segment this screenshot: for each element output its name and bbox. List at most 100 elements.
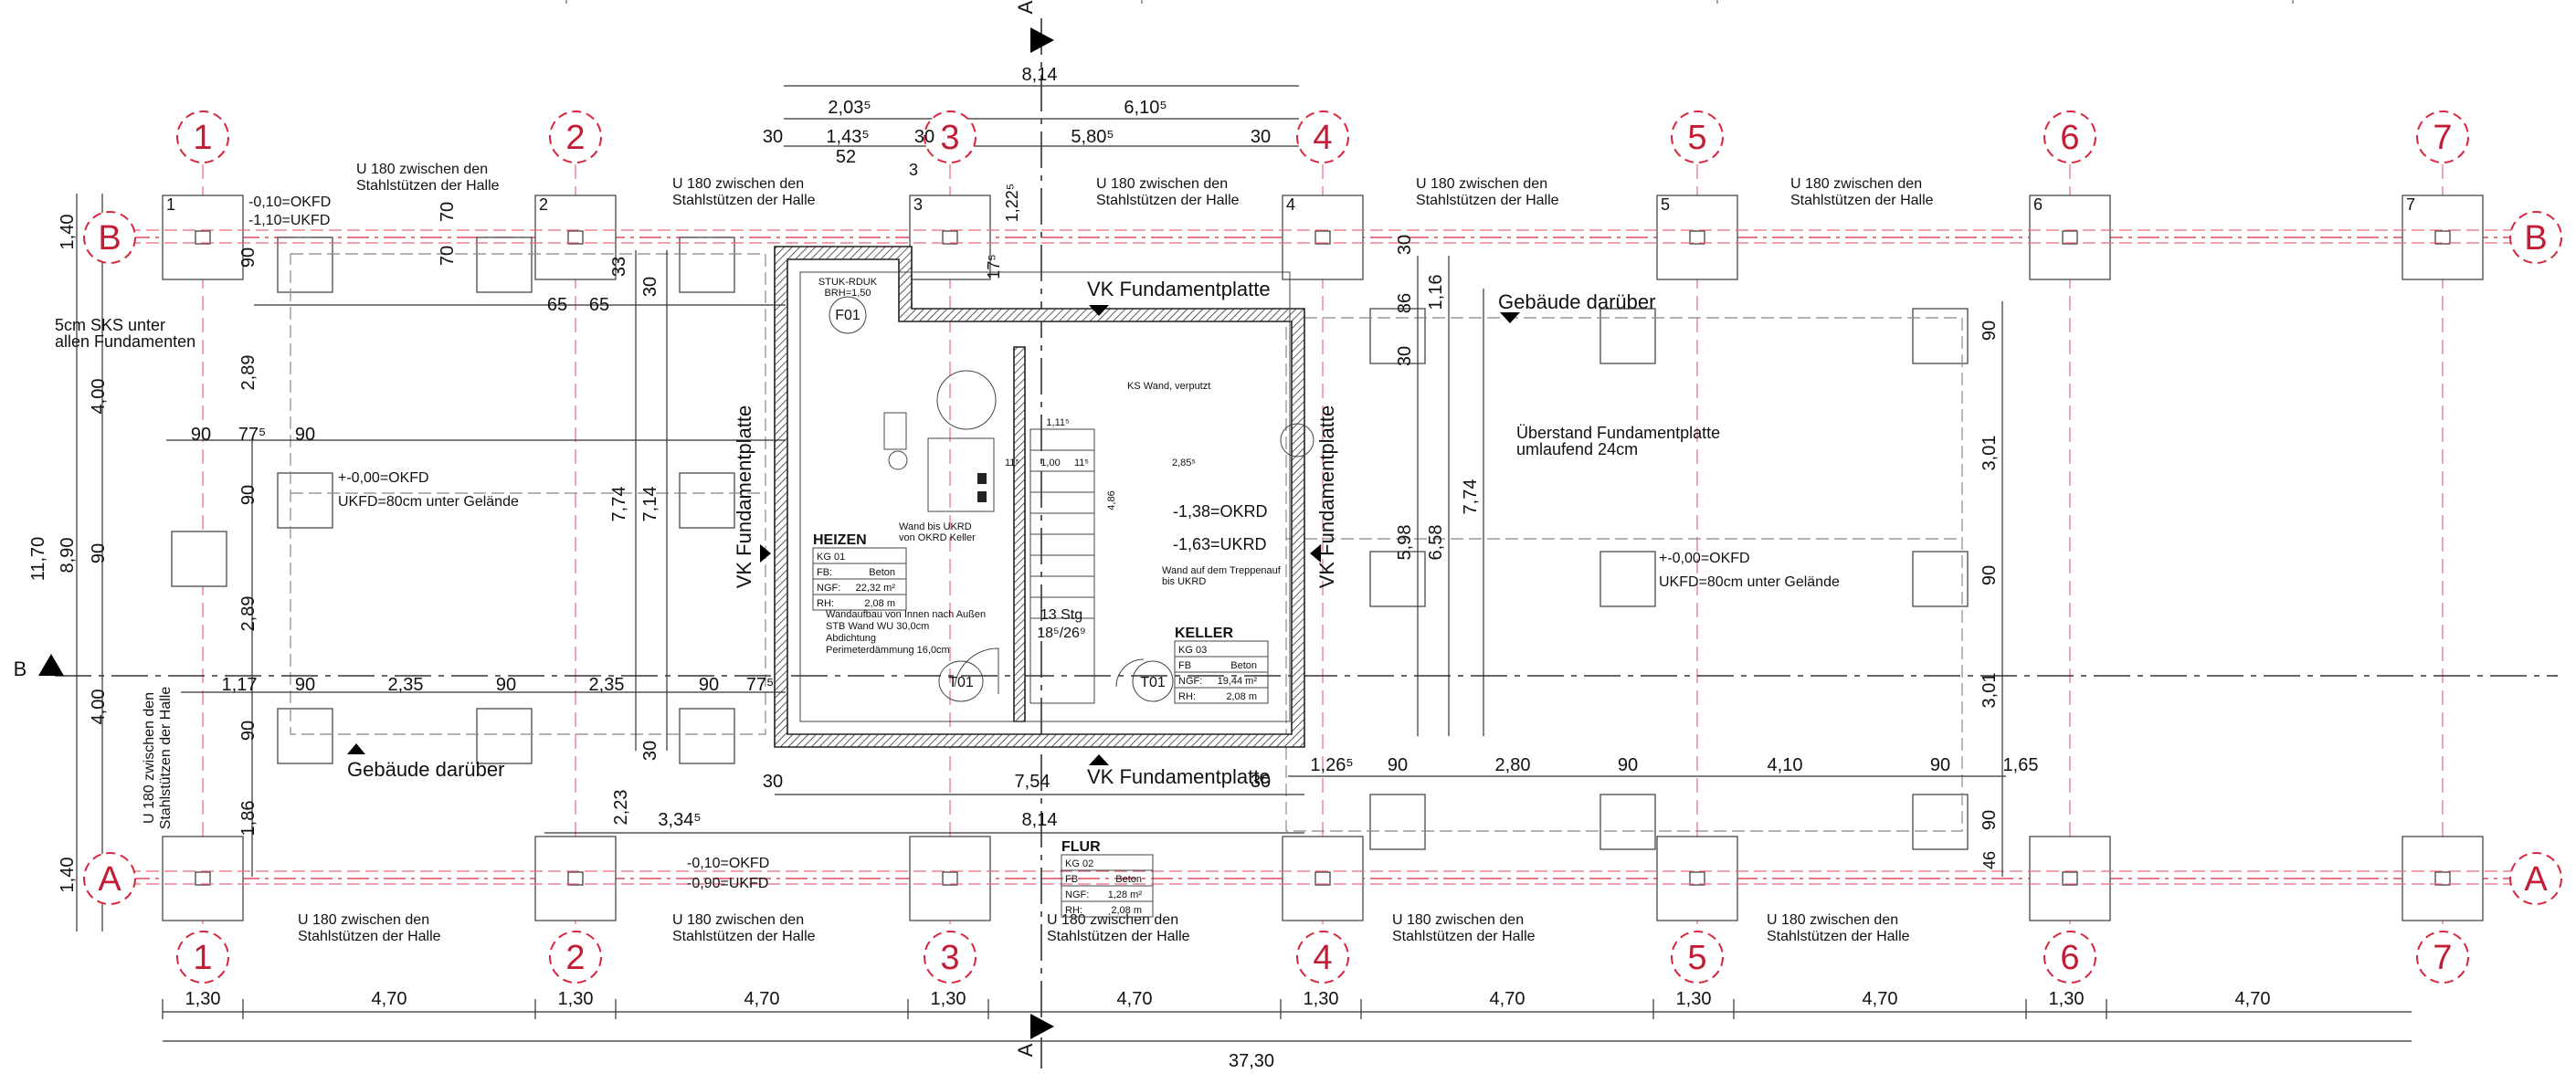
room-rh: 2,08 m [864, 598, 895, 609]
axis-number: 5 [1687, 119, 1706, 157]
axis-number: 2 [565, 939, 585, 977]
dim-text: 2,03⁵ [828, 98, 871, 118]
axis-bubble [83, 852, 136, 905]
dim-text: 30 [640, 741, 660, 761]
label-vk-top: VK Fundamentplatte [1087, 278, 1271, 300]
room-fb-label: FB [1178, 660, 1191, 671]
dim-segment: 1,30 [1304, 989, 1339, 1009]
axis-bubble [2043, 931, 2096, 984]
room-stamp-flur: FLUR KG 02 FB Beton NGF: 1,28 m² RH: 2,0… [1061, 839, 1154, 918]
column-foundation [2402, 195, 2484, 280]
dim-text: 1,40 [58, 858, 78, 893]
dim-text: 90 [191, 425, 211, 445]
dim-text: 52 [836, 147, 856, 167]
room-ngf: 19,44 m² [1218, 676, 1258, 687]
dim-text: 11,70 [28, 537, 48, 582]
dim-text: 1,43⁵ [826, 127, 869, 147]
note-kswand: KS Wand, verputzt [1127, 381, 1210, 392]
note-u180: Stahlstützen der Halle [1790, 193, 1934, 208]
level-okfd: +-0,00=OKFD [1659, 551, 1750, 566]
dim-text: 3,34⁵ [658, 810, 701, 830]
room-fb-label: FB: [817, 567, 832, 578]
dim-text: 2,85⁵ [1172, 458, 1196, 468]
dim-segment: 1,30 [1676, 989, 1712, 1009]
dim-text: 90 [295, 675, 315, 695]
note-u180: Stahlstützen der Halle [1392, 929, 1536, 944]
axis-number: 2 [565, 119, 585, 157]
section-arrow-icon [1030, 1014, 1054, 1039]
axis-bubble [924, 931, 977, 984]
stair-dim: 18⁵/26⁹ [1037, 626, 1086, 641]
axis-bubble [83, 211, 136, 264]
axis-bubble [1296, 931, 1349, 984]
pad-foundation [679, 237, 735, 293]
axis-number: 3 [940, 119, 959, 157]
wall-buildup: Perimeterdämmung 16,0cm [826, 645, 950, 656]
dim-text: 3,01 [1980, 673, 2000, 709]
axis-bubble [2509, 852, 2562, 905]
room-name: FLUR [1061, 839, 1101, 855]
dim-text: 70 [438, 246, 458, 266]
axis-letter: A [2524, 860, 2548, 899]
foundation-number: 2 [539, 195, 548, 214]
column-foundation [2402, 836, 2484, 921]
column-foundation [1282, 195, 1364, 280]
basement [774, 246, 1314, 748]
dim-text: 1,40 [58, 215, 78, 250]
note-u180: Stahlstützen der Halle [158, 687, 174, 830]
level-ukrd: -1,63=UKRD [1173, 535, 1267, 553]
foundation-number: 7 [2406, 195, 2415, 214]
dim-text: 30 [763, 127, 783, 147]
dim-segment: 4,70 [372, 989, 407, 1009]
room-code: KG 03 [1178, 645, 1207, 656]
note-u180: U 180 zwischen den [1790, 176, 1922, 192]
dim-text: 2,89 [238, 596, 259, 632]
annotation-notes: U 180 zwischen den Stahlstützen der Hall… [55, 162, 1934, 944]
room-ngf-label: NGF: [817, 583, 840, 594]
dim-text: 7,74 [1461, 479, 1481, 515]
column-foundation [534, 195, 617, 280]
dim-text: 1,17 [222, 675, 258, 695]
note-u180: U 180 zwischen den [672, 912, 804, 928]
note-u180: Stahlstützen der Halle [1096, 193, 1240, 208]
dim-segment: 1,30 [931, 989, 966, 1009]
dim-text: 30 [914, 127, 934, 147]
dim-text: 90 [238, 721, 259, 741]
dim-text: 2,35 [388, 675, 424, 695]
room-stamp-keller: KELLER KG 03 FB Beton NGF: 19,44 m² RH: … [1174, 626, 1269, 704]
column-foundation [162, 195, 244, 280]
axis-letter: A [98, 860, 121, 899]
note-sks: 5cm SKS unter [55, 316, 165, 334]
note-u180: Stahlstützen der Halle [1767, 929, 1910, 944]
dim-text: 77⁵ [238, 425, 267, 445]
section-arrow-icon [38, 654, 64, 676]
room-rh-label: RH: [1065, 905, 1082, 916]
column-foundation [162, 836, 244, 921]
room-code: KG 01 [817, 552, 845, 563]
pad-foundation [277, 237, 333, 293]
note-u180: Stahlstützen der Halle [1416, 193, 1559, 208]
axis-bubble [549, 111, 602, 163]
dim-text: 1,00 [1040, 458, 1060, 468]
dim-total: 37,30 [1229, 1051, 1274, 1071]
note-u180: Stahlstützen der Halle [672, 193, 816, 208]
axis-bubble [1671, 931, 1724, 984]
room-name: HEIZEN [813, 532, 867, 548]
label-vk-bottom: VK Fundamentplatte [1087, 765, 1271, 788]
stair [1029, 428, 1095, 704]
room-ngf: 1,28 m² [1108, 889, 1143, 900]
pad-foundation [679, 472, 735, 529]
foundation-number: 6 [2033, 195, 2043, 214]
pad-foundation [679, 708, 735, 764]
dim-text: 5,98 [1395, 525, 1415, 561]
stair-label: 13 Stg [1040, 607, 1082, 623]
dim-text: 2,80 [1495, 755, 1531, 775]
dim-text: 46 [1980, 851, 1999, 869]
dim-text: 70 [438, 202, 458, 222]
level-ukfd: -1,10=UKFD [248, 213, 330, 228]
level-ukfd: UKFD=80cm unter Gelände [338, 494, 519, 510]
